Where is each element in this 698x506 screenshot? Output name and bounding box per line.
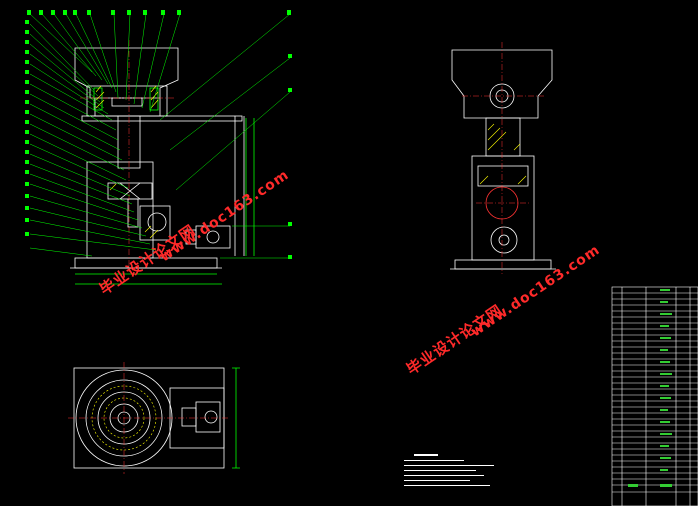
leader-lines: [29, 13, 291, 259]
side-centerlines: [462, 42, 544, 274]
balloon-numbers: [25, 10, 292, 259]
side-hatch: [479, 123, 527, 185]
parts-table: [611, 286, 698, 506]
front-section-view: [70, 47, 255, 285]
plan-centerlines: [68, 362, 230, 474]
side-view: [450, 49, 556, 270]
front-centerlines: [80, 40, 175, 272]
parts-table-text: [628, 289, 672, 487]
technical-notes: [404, 454, 494, 486]
front-hatch: [95, 85, 159, 239]
